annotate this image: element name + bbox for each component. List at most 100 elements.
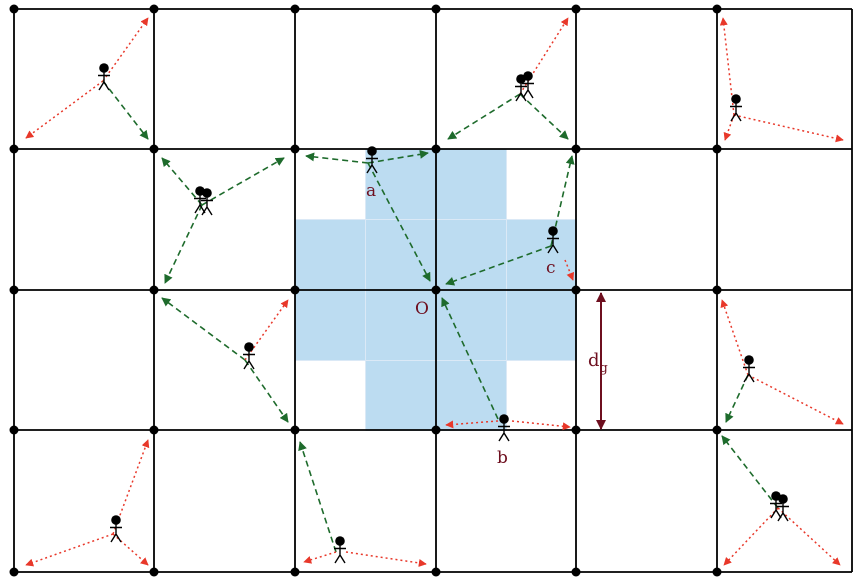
green-dashed-arrow <box>164 204 203 284</box>
green-dashed-arrow <box>721 435 779 509</box>
grid-node-icon <box>9 567 19 577</box>
grid-node-icon <box>290 425 300 435</box>
red-dotted-arrow <box>777 507 841 566</box>
stick-figure-icon <box>366 146 378 174</box>
grid-node-icon <box>431 425 441 435</box>
grid-node-icon <box>712 285 722 295</box>
green-dashed-arrow <box>161 297 246 361</box>
grid-nodes <box>9 4 722 577</box>
person-body <box>110 524 122 543</box>
green-dashed-arrow <box>102 80 149 140</box>
stick-figure-icon <box>498 414 510 442</box>
red-dotted-arrow <box>244 299 289 361</box>
grid-node-icon <box>149 567 159 577</box>
person-head <box>111 515 121 525</box>
red-dotted-arrow <box>25 80 104 139</box>
person-head <box>523 71 533 81</box>
grid-node-icon <box>290 4 300 14</box>
grid-node-icon <box>712 4 722 14</box>
person-head <box>202 188 212 198</box>
grid-node-icon <box>712 425 722 435</box>
red-dotted-arrow <box>25 533 114 567</box>
green-dashed-arrow <box>201 157 285 206</box>
person-body <box>98 72 110 91</box>
stick-figure-icon <box>110 515 122 543</box>
green-dashed-arrow <box>305 152 369 164</box>
person-head <box>744 355 754 365</box>
user-b-label: b <box>497 448 508 468</box>
grid-node-icon <box>571 285 581 295</box>
red-dotted-arrow <box>723 507 779 566</box>
green-dashed-arrow <box>725 374 749 423</box>
stick-figure-icon <box>547 226 559 254</box>
green-dashed-arrow <box>441 297 499 420</box>
red-dotted-arrow <box>345 551 427 567</box>
stick-figure-icon <box>522 71 534 99</box>
red-dotted-arrow <box>102 17 149 82</box>
person-body <box>770 500 782 519</box>
red-dotted-arrow <box>747 374 844 425</box>
person-body <box>366 155 378 174</box>
red-dotted-arrow <box>511 420 571 431</box>
person-head <box>499 414 509 424</box>
stick-figure-icon <box>334 536 346 564</box>
person-body <box>334 545 346 564</box>
person-head <box>731 94 741 104</box>
grid-node-icon <box>571 567 581 577</box>
user-c-label: c <box>546 258 556 278</box>
person-body <box>194 195 206 214</box>
grid-spacing-subscript: g <box>600 361 608 376</box>
person-body <box>547 235 559 254</box>
green-dashed-arrow <box>244 359 289 423</box>
person-body <box>498 423 510 442</box>
grid-node-icon <box>431 567 441 577</box>
grid-node-icon <box>571 425 581 435</box>
green-dashed-arrow <box>367 162 431 282</box>
user-a-label: a <box>366 181 376 201</box>
stick-figure-icon <box>777 494 789 522</box>
origin-label: O <box>415 299 429 319</box>
grid-spacing-symbol: d <box>588 350 600 371</box>
person-head <box>778 494 788 504</box>
green-dashed-arrow <box>161 157 203 206</box>
red-dotted-arrow <box>564 259 575 281</box>
grid-node-icon <box>290 285 300 295</box>
green-dashed-arrow <box>445 245 552 286</box>
person-body <box>201 197 213 216</box>
green-dashed-arrow <box>447 93 521 140</box>
grid-node-icon <box>712 144 722 154</box>
stick-figure-icon <box>243 342 255 370</box>
stick-figure-icon <box>730 94 742 122</box>
people <box>98 63 789 564</box>
grid-node-icon <box>431 4 441 14</box>
grid-node-icon <box>290 144 300 154</box>
grid-node-icon <box>290 567 300 577</box>
person-head <box>244 342 254 352</box>
grid-node-icon <box>9 285 19 295</box>
red-dotted-arrow <box>303 551 337 564</box>
person-body <box>515 83 527 102</box>
movement-arrows <box>25 17 844 567</box>
person-body <box>743 364 755 383</box>
grid-node-icon <box>9 425 19 435</box>
green-dashed-arrow <box>519 93 569 140</box>
grid-node-icon <box>571 144 581 154</box>
stick-figure-icon <box>98 63 110 91</box>
red-dotted-arrow <box>519 17 569 95</box>
green-dashed-arrow <box>298 441 337 553</box>
grid-spacing-label: dg <box>588 350 608 376</box>
green-dashed-arrow <box>367 149 429 164</box>
red-dotted-arrow <box>445 420 499 429</box>
stick-figure-icon <box>201 188 213 216</box>
grid-node-icon <box>571 4 581 14</box>
grid-node-icon <box>431 144 441 154</box>
red-dotted-arrow <box>720 299 749 376</box>
person-head <box>335 536 345 546</box>
person-head <box>548 226 558 236</box>
grid-node-icon <box>149 425 159 435</box>
grid-node-icon <box>9 144 19 154</box>
red-dotted-arrow <box>733 114 844 143</box>
grid-node-icon <box>9 4 19 14</box>
grid-node-icon <box>149 4 159 14</box>
